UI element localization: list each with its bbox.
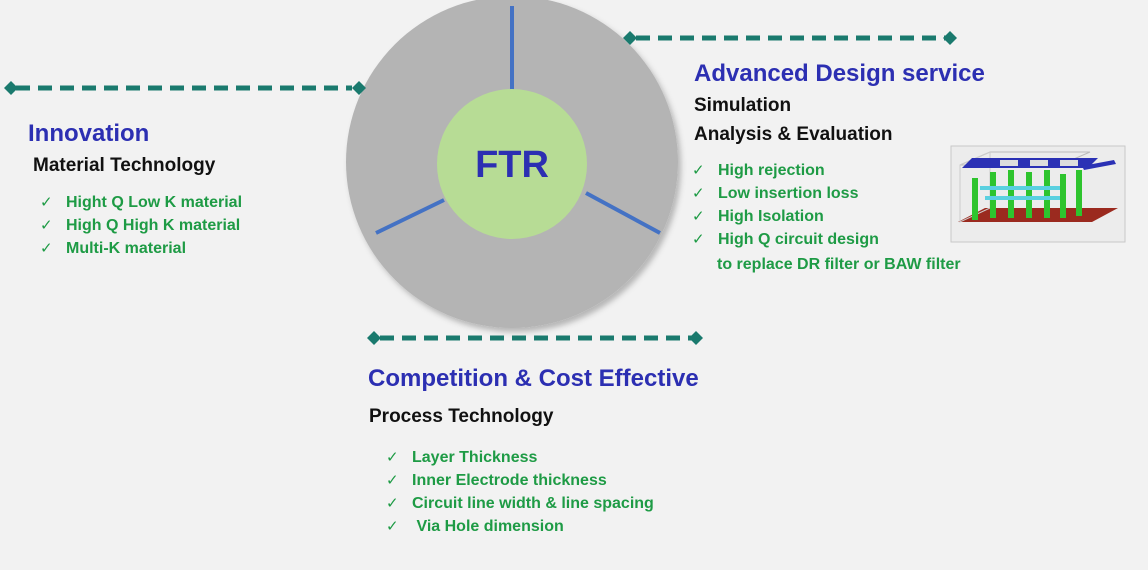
list-item: ✓Hight Q Low K material <box>40 191 242 214</box>
connector-bottom <box>367 331 703 345</box>
design-list: ✓High rejection ✓Low insertion loss ✓Hig… <box>692 159 879 251</box>
process-technology-subtitle: Process Technology <box>369 406 554 427</box>
ftr-label: FTR <box>475 144 549 186</box>
spoke-right <box>585 191 661 235</box>
design-title: Advanced Design service <box>694 60 985 87</box>
check-icon: ✓ <box>386 472 399 489</box>
analysis-subtitle: Analysis & Evaluation <box>694 124 893 145</box>
simulation-subtitle: Simulation <box>694 95 792 116</box>
innovation-list: ✓Hight Q Low K material ✓High Q High K m… <box>40 191 242 260</box>
material-technology-subtitle: Material Technology <box>33 155 216 176</box>
list-item: ✓High Isolation <box>692 205 879 228</box>
check-icon: ✓ <box>692 185 705 202</box>
list-item: ✓High Q High K material <box>40 214 242 237</box>
list-item: ✓Circuit line width & line spacing <box>386 492 654 515</box>
list-item: ✓Multi-K material <box>40 237 242 260</box>
connector-left <box>4 81 366 95</box>
connector-right <box>623 31 957 45</box>
check-icon: ✓ <box>40 240 53 257</box>
list-item: ✓High Q circuit design <box>692 228 879 251</box>
inner-circle <box>437 89 587 239</box>
filter-model-image <box>950 145 1126 243</box>
check-icon: ✓ <box>386 495 399 512</box>
check-icon: ✓ <box>40 217 53 234</box>
check-icon: ✓ <box>692 231 705 248</box>
list-item: ✓High rejection <box>692 159 879 182</box>
design-note: to replace DR filter or BAW filter <box>717 256 961 273</box>
check-icon: ✓ <box>386 449 399 466</box>
spoke-left <box>375 198 445 235</box>
competition-list: ✓Layer Thickness ✓Inner Electrode thickn… <box>386 446 654 538</box>
list-item: ✓Layer Thickness <box>386 446 654 469</box>
check-icon: ✓ <box>386 518 399 535</box>
competition-title: Competition & Cost Effective <box>368 365 699 392</box>
list-item: ✓ Via Hole dimension <box>386 515 654 538</box>
list-item: ✓Low insertion loss <box>692 182 879 205</box>
check-icon: ✓ <box>40 194 53 211</box>
check-icon: ✓ <box>692 208 705 225</box>
check-icon: ✓ <box>692 162 705 179</box>
list-item: ✓Inner Electrode thickness <box>386 469 654 492</box>
innovation-title: Innovation <box>28 120 150 147</box>
